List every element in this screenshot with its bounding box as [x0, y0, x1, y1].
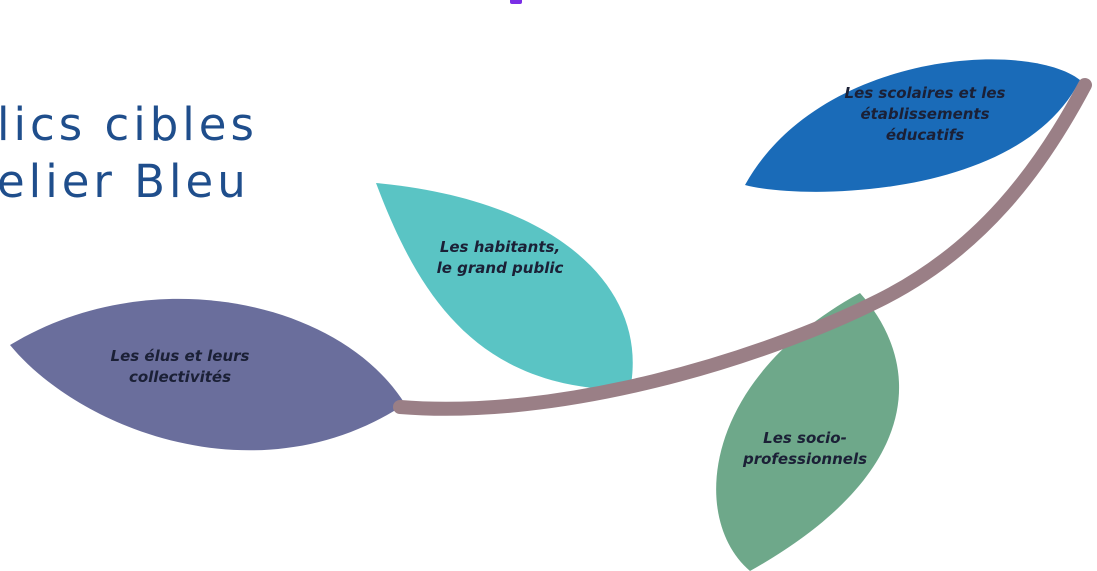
leaf-scolaires-line-2: établissements [860, 105, 990, 123]
leaf-elus-line-2: collectivités [128, 368, 232, 386]
branch-stem [393, 78, 1092, 416]
leaf-socio-line-2: professionnels [742, 450, 868, 468]
leaf-socio-line-1: Les socio- [763, 429, 847, 447]
leaf-habitants-line-2: le grand public [436, 259, 564, 277]
leaf-elus-line-1: Les élus et leurs [110, 347, 250, 365]
leaf-habitants-line-1: Les habitants, [439, 238, 561, 256]
title-line-1: lics cibles [0, 98, 258, 151]
leaf-elus [10, 298, 405, 451]
leaf-label-habitants: Les habitants, le grand public [405, 237, 595, 279]
title-line-2: elier Bleu [0, 155, 250, 208]
leaf-label-elus: Les élus et leurs collectivités [80, 346, 280, 388]
leaf-scolaires [745, 59, 1080, 192]
leaf-label-socio: Les socio- professionnels [715, 428, 895, 470]
top-accent-mark [510, 0, 522, 4]
leaf-habitants [376, 183, 633, 390]
leaf-socio [716, 293, 900, 571]
leaf-scolaires-line-3: éducatifs [885, 126, 965, 144]
leaf-label-scolaires: Les scolaires et les établissements éduc… [815, 83, 1035, 146]
leaf-scolaires-line-1: Les scolaires et les [844, 84, 1006, 102]
page-title: lics cibles elier Bleu [0, 96, 258, 210]
